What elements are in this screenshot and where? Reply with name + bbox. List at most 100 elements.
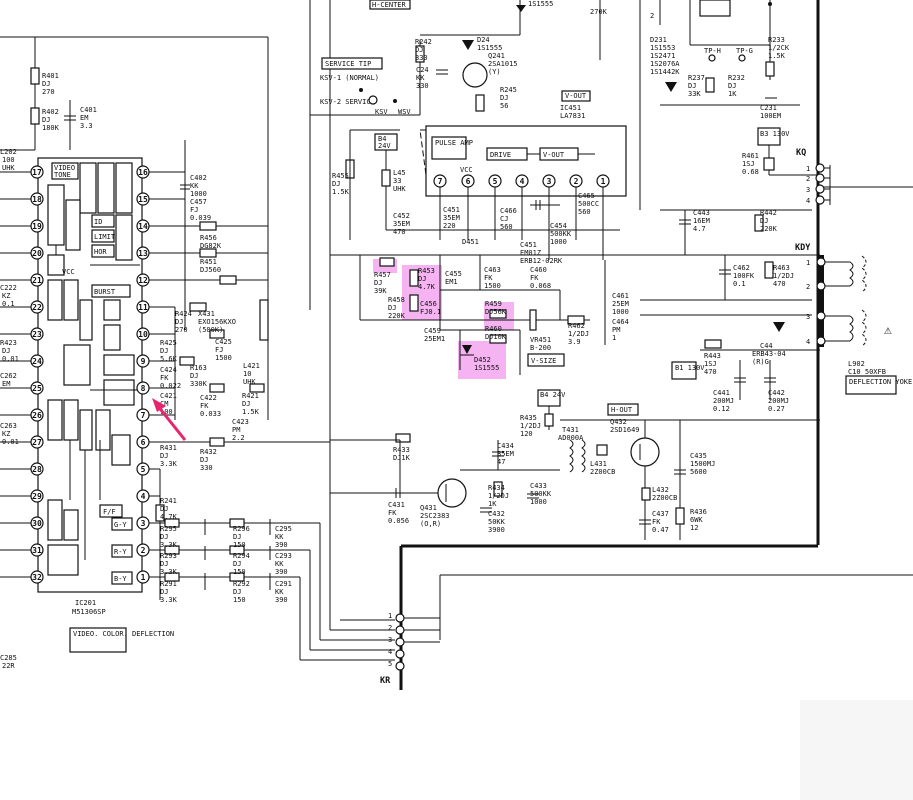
svg-text:25EM: 25EM xyxy=(612,300,629,308)
svg-text:0.056: 0.056 xyxy=(388,517,409,525)
svg-text:R432: R432 xyxy=(200,448,217,456)
svg-text:FK: FK xyxy=(652,518,661,526)
svg-text:1/2DJ: 1/2DJ xyxy=(488,492,509,500)
svg-text:390: 390 xyxy=(275,568,288,576)
svg-text:KSV: KSV xyxy=(375,108,388,116)
svg-text:LA7831: LA7831 xyxy=(560,112,585,120)
svg-text:3: 3 xyxy=(806,313,810,321)
svg-text:3.3K: 3.3K xyxy=(160,541,178,549)
svg-text:R453: R453 xyxy=(418,267,435,275)
svg-text:470: 470 xyxy=(393,228,406,236)
svg-text:19: 19 xyxy=(32,222,42,231)
svg-text:VIDEO: VIDEO xyxy=(54,164,75,172)
svg-text:8: 8 xyxy=(141,384,146,393)
svg-text:0.1: 0.1 xyxy=(2,300,15,308)
svg-text:470: 470 xyxy=(773,280,786,288)
svg-text:DJ: DJ xyxy=(175,318,183,326)
svg-text:25EM1: 25EM1 xyxy=(424,335,445,343)
svg-text:R459: R459 xyxy=(485,300,502,308)
svg-text:3: 3 xyxy=(388,636,392,644)
svg-text:R455: R455 xyxy=(332,172,349,180)
svg-text:C451: C451 xyxy=(520,241,537,249)
svg-text:3.3: 3.3 xyxy=(80,122,93,130)
svg-text:PULSE AMP: PULSE AMP xyxy=(435,139,473,147)
svg-text:28: 28 xyxy=(32,465,42,474)
svg-text:C460: C460 xyxy=(530,266,547,274)
svg-text:27: 27 xyxy=(32,438,42,447)
ic201-part: M51306SP xyxy=(72,608,106,616)
svg-text:C463: C463 xyxy=(484,266,501,274)
svg-text:C433: C433 xyxy=(530,482,547,490)
svg-text:R245: R245 xyxy=(500,86,517,94)
svg-text:200MJ: 200MJ xyxy=(768,397,789,405)
svg-text:C461: C461 xyxy=(612,292,629,300)
svg-text:R425: R425 xyxy=(160,339,177,347)
svg-text:C462: C462 xyxy=(733,264,750,272)
svg-text:26: 26 xyxy=(32,411,42,420)
svg-text:C441: C441 xyxy=(713,389,730,397)
svg-text:L432: L432 xyxy=(652,486,669,494)
svg-text:220: 220 xyxy=(443,222,456,230)
svg-text:C262: C262 xyxy=(0,372,17,380)
svg-text:R292: R292 xyxy=(233,580,250,588)
svg-text:270: 270 xyxy=(42,88,55,96)
svg-text:X431: X431 xyxy=(198,310,215,318)
svg-text:R232: R232 xyxy=(728,74,745,82)
svg-text:270: 270 xyxy=(175,326,188,334)
svg-text:KQ: KQ xyxy=(796,148,806,158)
svg-text:FJ: FJ xyxy=(215,346,223,354)
svg-text:56: 56 xyxy=(500,102,508,110)
svg-text:VCC: VCC xyxy=(460,166,473,174)
svg-text:R424: R424 xyxy=(175,310,192,318)
svg-text:30: 30 xyxy=(32,519,42,528)
svg-text:180K: 180K xyxy=(42,124,60,132)
svg-text:220K: 220K xyxy=(388,312,406,320)
svg-text:390: 390 xyxy=(275,596,288,604)
svg-text:FK: FK xyxy=(200,402,209,410)
svg-text:10: 10 xyxy=(243,370,251,378)
svg-text:3: 3 xyxy=(806,186,810,194)
svg-text:0.033: 0.033 xyxy=(200,410,221,418)
svg-text:PM: PM xyxy=(232,426,240,434)
svg-text:VCC: VCC xyxy=(62,268,75,276)
svg-text:C424: C424 xyxy=(160,366,177,374)
svg-text:18: 18 xyxy=(32,195,42,204)
svg-text:DJ: DJ xyxy=(190,372,198,380)
hout-label: H-OUT xyxy=(611,406,633,414)
svg-text:560: 560 xyxy=(500,223,513,231)
svg-text:25: 25 xyxy=(32,384,42,393)
svg-text:V-OUT: V-OUT xyxy=(543,151,565,159)
connector-kq: KQ 1 2 3 4 xyxy=(660,148,831,211)
connector-kdy: KDY 1 2 3 4 ⚠ L902 C10 50XFB DEFLECTION … xyxy=(795,243,912,395)
svg-text:7: 7 xyxy=(141,411,146,420)
ic201-left-pins: 17 18 19 20 21 22 23 24 25 26 27 28 29 3… xyxy=(0,165,44,584)
svg-text:R163: R163 xyxy=(190,364,207,372)
svg-text:33K: 33K xyxy=(688,90,701,98)
svg-text:22: 22 xyxy=(32,303,42,312)
svg-text:C442: C442 xyxy=(768,389,785,397)
h-center-label: H-CENTER xyxy=(372,1,407,9)
svg-text:CM: CM xyxy=(160,400,168,408)
svg-text:FK: FK xyxy=(484,274,493,282)
svg-text:KDY: KDY xyxy=(795,243,811,253)
svg-text:DJ10K: DJ10K xyxy=(485,333,507,341)
svg-text:330: 330 xyxy=(416,82,429,90)
svg-text:C425: C425 xyxy=(215,338,232,346)
svg-text:100: 100 xyxy=(160,408,173,416)
svg-text:C434: C434 xyxy=(497,442,514,450)
svg-text:DJ: DJ xyxy=(42,80,50,88)
svg-text:(R)G: (R)G xyxy=(752,358,769,366)
svg-text:5: 5 xyxy=(141,465,146,474)
svg-text:100: 100 xyxy=(2,156,15,164)
svg-text:C457: C457 xyxy=(190,198,207,206)
svg-text:1: 1 xyxy=(806,165,810,173)
svg-text:DJ: DJ xyxy=(200,456,208,464)
svg-text:390: 390 xyxy=(275,541,288,549)
svg-text:4.7K: 4.7K xyxy=(418,283,436,291)
svg-text:0.068: 0.068 xyxy=(530,282,551,290)
svg-text:4: 4 xyxy=(806,338,810,346)
